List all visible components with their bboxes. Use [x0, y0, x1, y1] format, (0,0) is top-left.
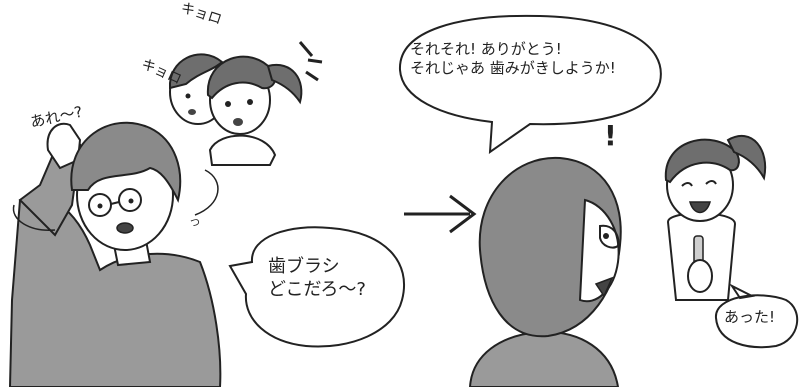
speech-bubble-small: [714, 283, 799, 349]
adult-right-face: [578, 198, 620, 303]
transition-arrow-head: [449, 194, 477, 234]
girl-right-mouth: [689, 201, 711, 214]
adult-left-glasses-lens-1: [88, 193, 112, 217]
adult-left-mouth: [116, 222, 134, 234]
surprise-mark-2: [307, 58, 323, 64]
boy-peeking-eye: [185, 93, 191, 99]
speech-text-small: あった!: [724, 308, 776, 326]
speech-text-right: それそれ! ありがとう! それじゃあ 歯みがきしようか!: [410, 40, 616, 77]
adult-left-eye-2: [128, 198, 134, 204]
speech-text-left: 歯ブラシ どこだろ～?: [268, 256, 366, 300]
adult-right-glasses: [599, 224, 620, 249]
exclamation-mark: !: [604, 119, 617, 152]
girl-right-eye-2: [705, 180, 717, 185]
girl-peeking-eye-1: [225, 101, 231, 107]
girl-right-hand: [687, 259, 713, 293]
adult-left-glasses-lens-2: [118, 188, 142, 212]
adult-left-glasses-bridge: [110, 201, 120, 205]
adult-right-mouth: [594, 276, 614, 298]
girl-right-ponytail: [726, 134, 767, 181]
surprise-mark-1: [298, 41, 314, 57]
adult-left-hair: [70, 121, 182, 203]
sound-text-small: つ: [190, 218, 200, 229]
surprise-mark-3: [305, 70, 319, 82]
boy-peeking-mouth: [188, 109, 196, 115]
girl-peeking-body: [208, 134, 277, 166]
boy-peeking-hair: [168, 53, 224, 90]
adult-right-eye: [603, 233, 609, 239]
girl-right-hair: [664, 138, 740, 184]
girl-peeking-eye-2: [247, 99, 253, 105]
adult-right-shirt: [468, 330, 620, 387]
girl-peeking-ponytail: [266, 63, 303, 105]
motion-line-right: [194, 169, 219, 216]
speech-bubble-left: [228, 226, 405, 348]
motion-line-left: [12, 204, 56, 231]
girl-peeking-mouth: [233, 118, 243, 126]
speech-bubble-right: [398, 14, 662, 155]
adult-left-eye-1: [97, 203, 103, 209]
girl-right-eye-1: [681, 182, 693, 187]
